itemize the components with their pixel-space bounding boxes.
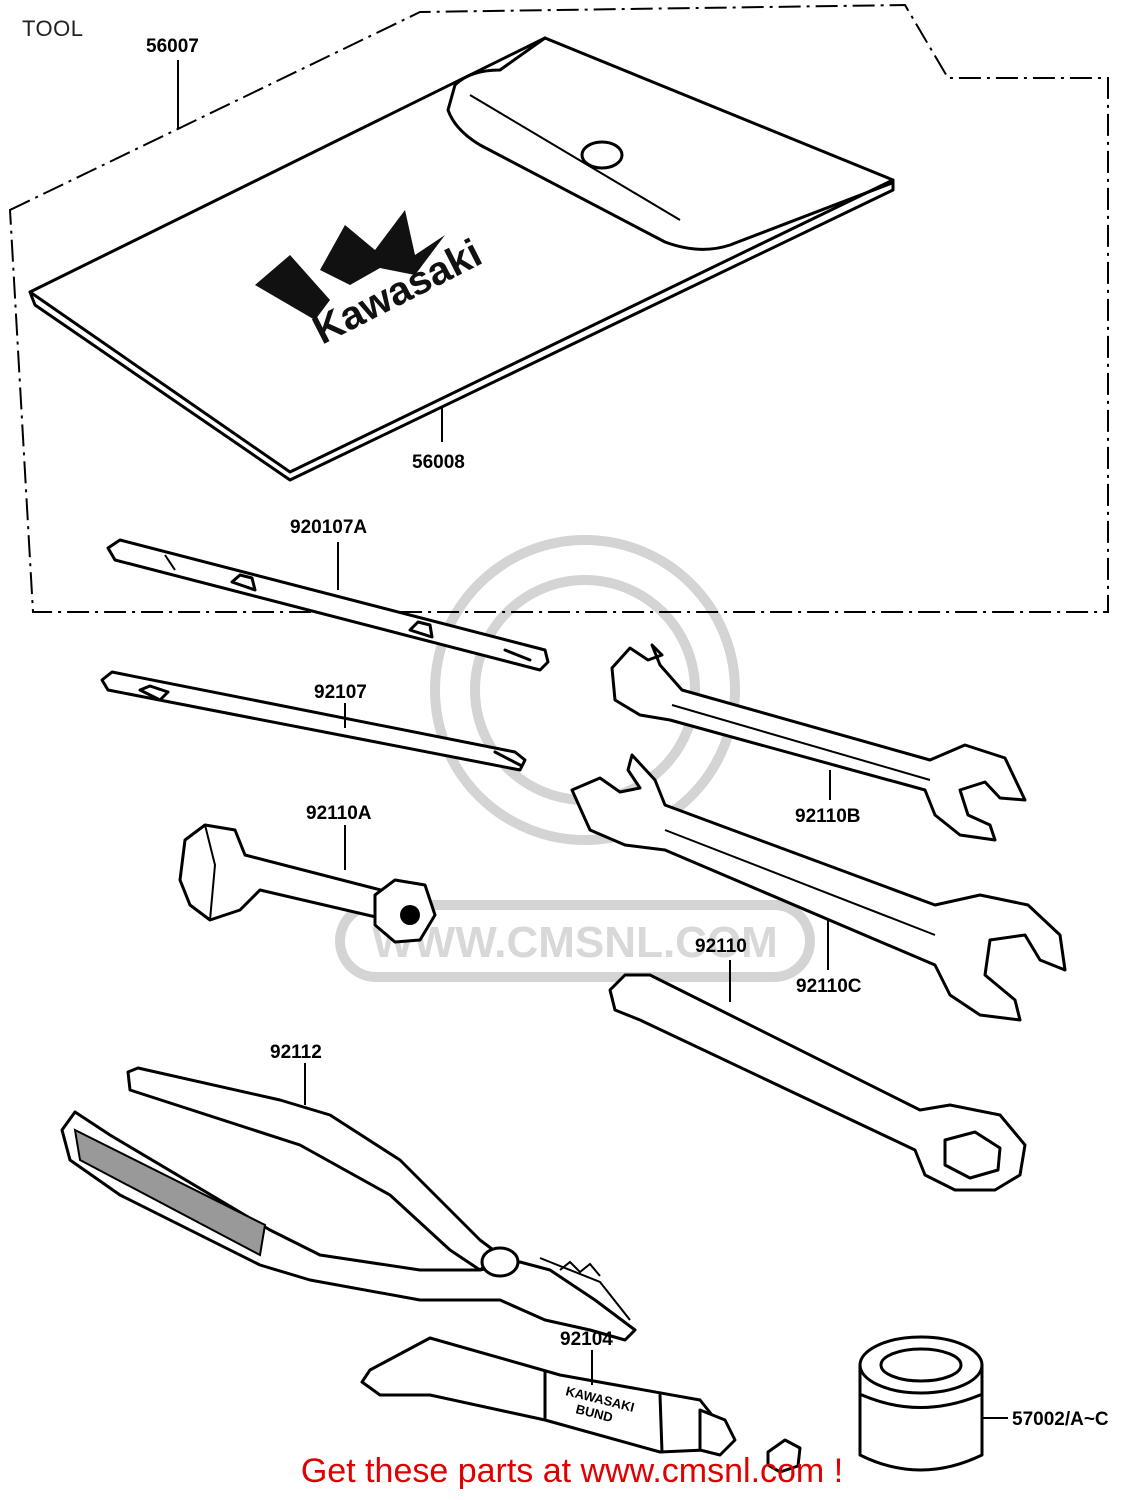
callout-92110C: 92110C [796, 976, 862, 997]
ring-spanner-92110 [608, 973, 1027, 1192]
callout-92110A: 92110A [306, 803, 372, 824]
footer-link-text[interactable]: Get these parts at www.cmsnl.com ! [300, 1452, 844, 1490]
screwdriver-92107 [100, 670, 527, 772]
grease-container-57002 [858, 1335, 984, 1472]
parts-group-outline [8, 3, 1109, 613]
wrench-92110C [570, 753, 1067, 1022]
tool-pouch [28, 36, 895, 482]
callout-92107: 92107 [314, 682, 367, 703]
callout-92110B: 92110B [795, 806, 861, 827]
pliers-92112 [60, 1066, 637, 1342]
grease-tube-92104: KAWASAKI BUND [360, 1336, 802, 1474]
kawasaki-logo: Kawasaki [255, 210, 489, 353]
page-title: TOOL [22, 16, 84, 41]
callout-56007: 56007 [146, 36, 199, 57]
callout-920107A: 920107A [290, 517, 367, 538]
callout-92112: 92112 [270, 1042, 322, 1063]
watermark-text: WWW.CMSNL.COM [372, 918, 778, 967]
callout-57002: 57002/A~C [1012, 1409, 1109, 1430]
callout-92110: 92110 [695, 936, 747, 957]
callout-92104: 92104 [560, 1329, 613, 1350]
box-socket-92110A [178, 823, 437, 944]
leader-lines [177, 60, 1008, 1419]
callout-56008: 56008 [412, 452, 465, 473]
screwdriver-920107A [106, 538, 550, 672]
wrench-92110B [610, 643, 1027, 842]
